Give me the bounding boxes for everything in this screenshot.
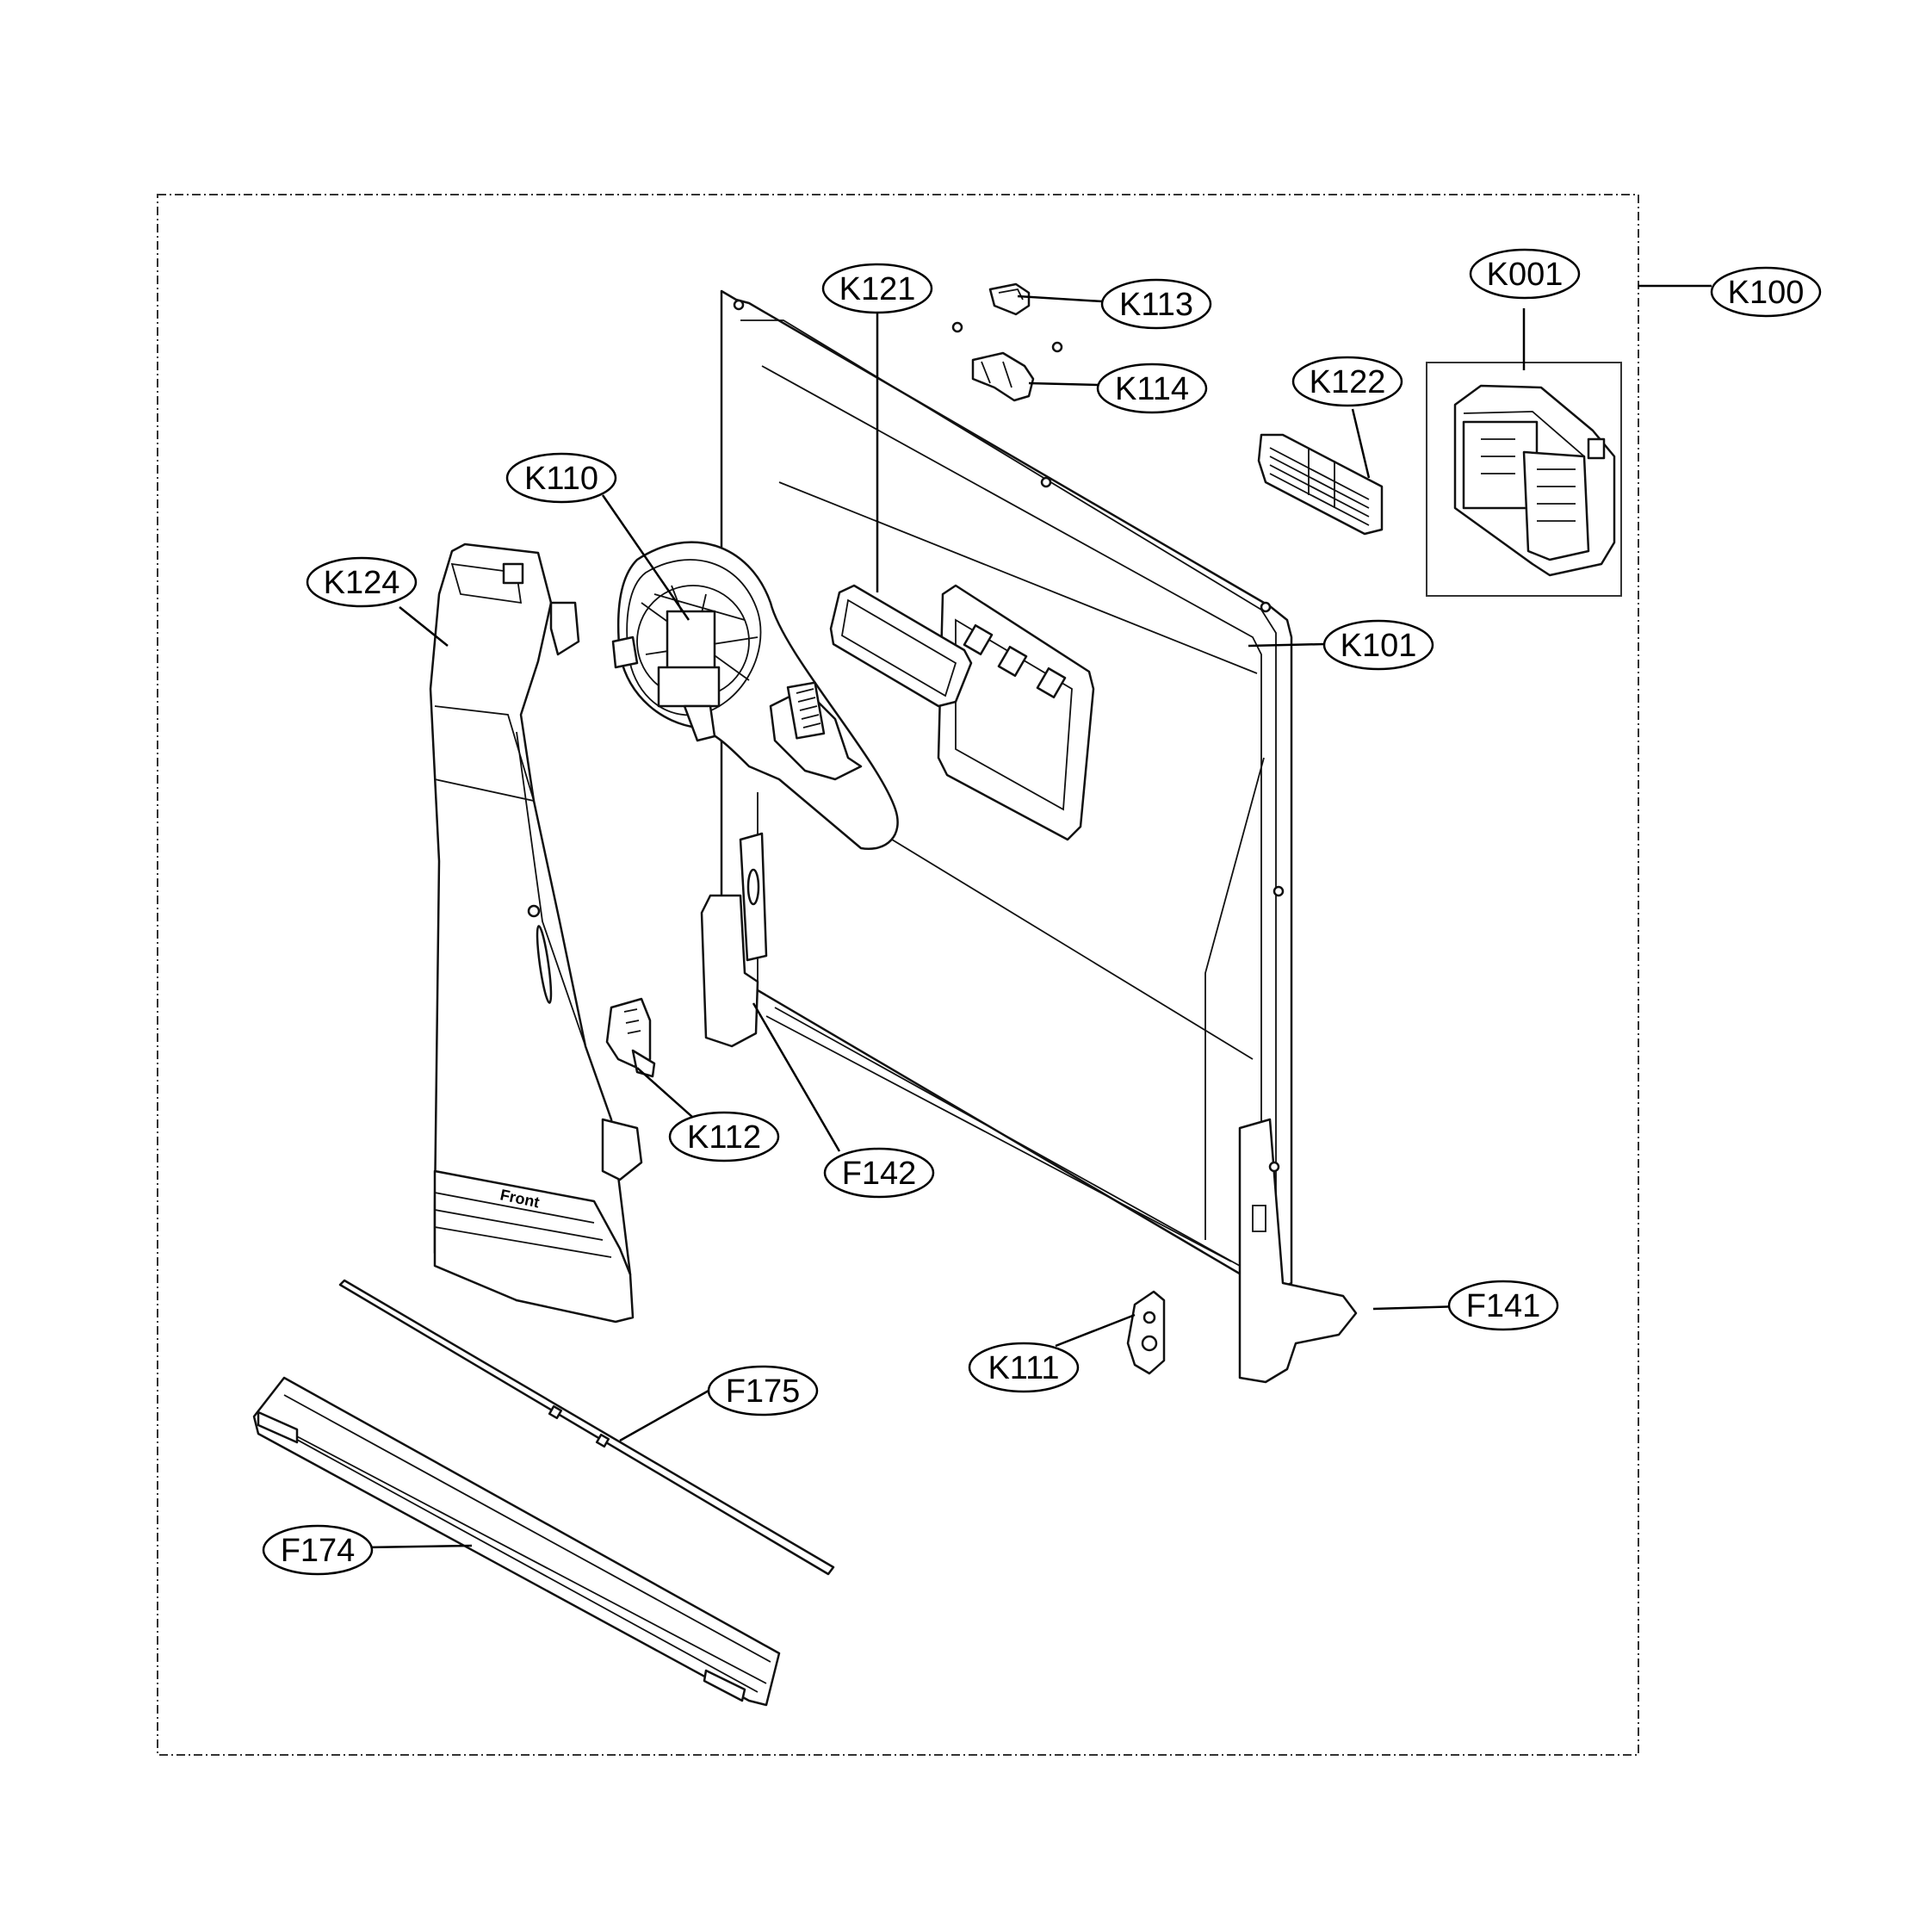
callout-k121-label: K121 bbox=[839, 271, 916, 307]
callout-k110: K110 bbox=[505, 452, 617, 504]
callout-k121: K121 bbox=[821, 263, 933, 314]
callout-k101: K101 bbox=[1322, 619, 1434, 671]
callout-k111: K111 bbox=[968, 1342, 1080, 1393]
bracket-k111 bbox=[1126, 1290, 1166, 1375]
callout-f141-label: F141 bbox=[1466, 1288, 1541, 1324]
callout-f141: F141 bbox=[1447, 1280, 1559, 1331]
rail-f175 bbox=[338, 1279, 835, 1576]
control-module bbox=[1453, 384, 1616, 577]
callout-k100: K100 bbox=[1710, 266, 1822, 318]
callout-f174: F174 bbox=[262, 1524, 374, 1576]
clip-k113 bbox=[988, 282, 1031, 316]
callout-k001-label: K001 bbox=[1487, 257, 1564, 293]
callout-k122-label: K122 bbox=[1310, 364, 1386, 400]
callout-k112: K112 bbox=[668, 1111, 780, 1162]
callout-k112-label: K112 bbox=[687, 1119, 761, 1156]
callout-f142-label: F142 bbox=[842, 1156, 917, 1192]
assembly-boundary bbox=[157, 194, 1639, 1756]
callout-k101-label: K101 bbox=[1341, 628, 1417, 664]
callout-f174-label: F174 bbox=[281, 1533, 356, 1569]
callout-f175: F175 bbox=[707, 1365, 819, 1417]
latch-k114 bbox=[971, 351, 1035, 402]
callout-k122: K122 bbox=[1291, 356, 1403, 407]
callout-k114-label: K114 bbox=[1115, 371, 1189, 407]
callout-k113: K113 bbox=[1100, 278, 1212, 330]
callout-k124-label: K124 bbox=[324, 565, 400, 601]
callout-f175-label: F175 bbox=[726, 1373, 801, 1410]
callout-k001: K001 bbox=[1469, 248, 1581, 300]
trim-f174 bbox=[252, 1376, 781, 1707]
door-inner-panel bbox=[700, 289, 1358, 1384]
leader-lines bbox=[365, 284, 1712, 1549]
callout-k110-label: K110 bbox=[524, 461, 598, 497]
bracket-k112 bbox=[605, 997, 656, 1078]
vent-grille bbox=[1257, 433, 1384, 536]
callout-k113-label: K113 bbox=[1119, 287, 1193, 323]
callout-f142: F142 bbox=[823, 1147, 935, 1199]
callout-k114: K114 bbox=[1096, 363, 1208, 414]
callout-k124: K124 bbox=[306, 556, 418, 608]
gasket bbox=[829, 584, 973, 708]
callout-k100-label: K100 bbox=[1728, 275, 1805, 311]
callout-k111-label: K111 bbox=[988, 1350, 1059, 1386]
side-duct: Front bbox=[429, 542, 643, 1324]
